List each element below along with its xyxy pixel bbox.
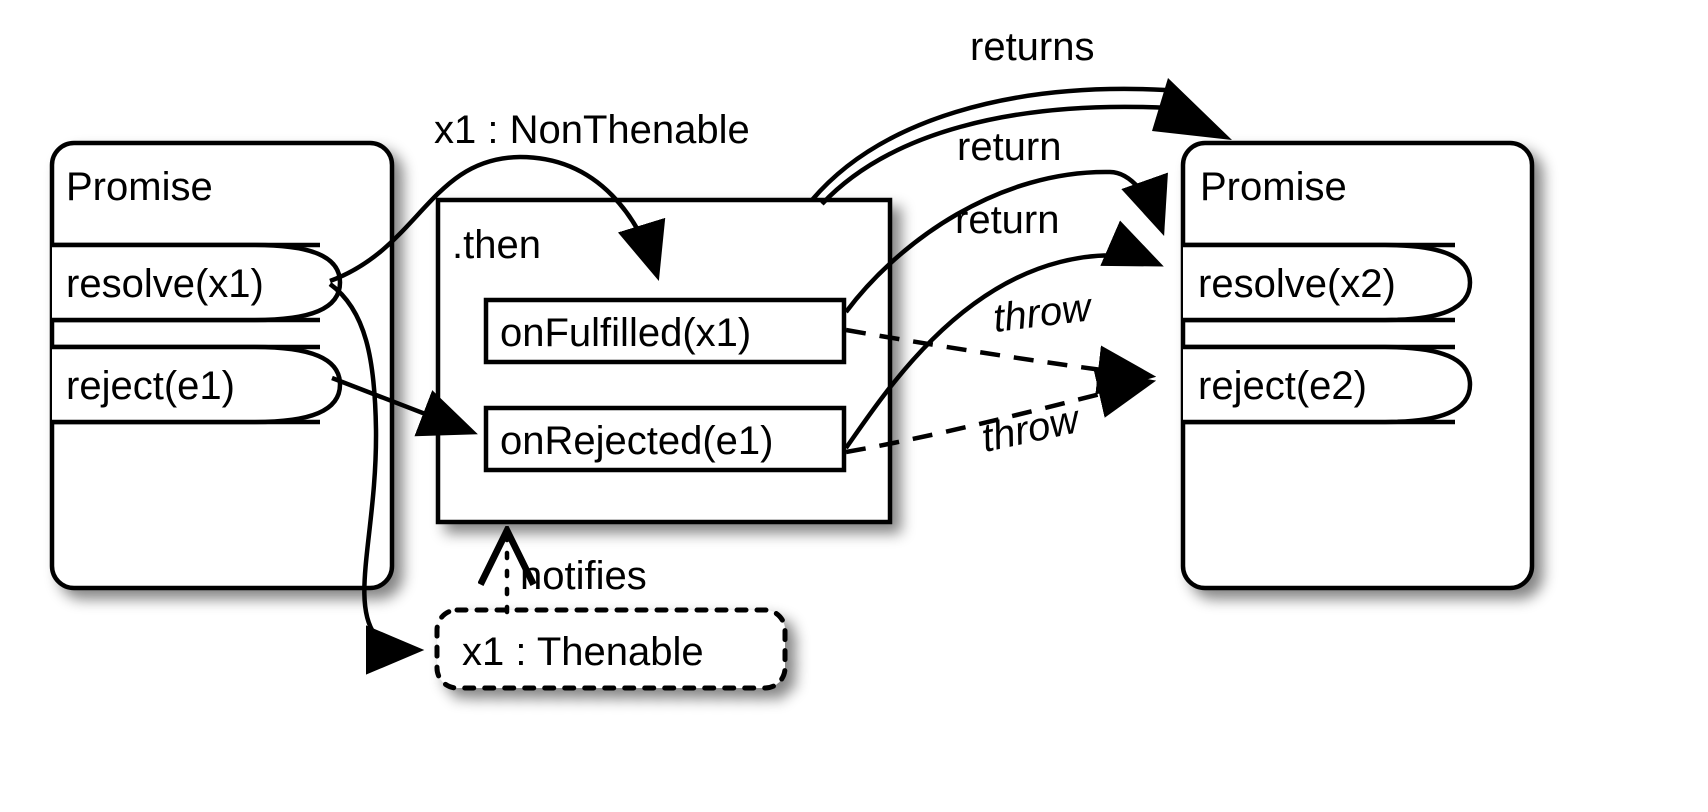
edge-label-return-fulfilled: return bbox=[957, 125, 1062, 169]
edge-label-return-rejected: return bbox=[955, 198, 1060, 242]
thenable-label: x1 : Thenable bbox=[462, 630, 704, 674]
then-node[interactable]: .then onFulfilled(x1) onRejected(e1) bbox=[435, 197, 893, 525]
thenable-node[interactable]: x1 : Thenable bbox=[434, 607, 788, 691]
edge-thenable-notifies: notifies bbox=[507, 535, 647, 615]
handler-onfulfilled[interactable]: onFulfilled(x1) bbox=[483, 297, 847, 365]
edge-reject-to-onrejected bbox=[331, 375, 478, 437]
edge-resolve-to-onfulfilled: x1 : NonThenable bbox=[329, 108, 750, 284]
edge-label-returns: returns bbox=[970, 25, 1095, 69]
handler-onrejected-label: onRejected(e1) bbox=[500, 419, 774, 463]
slot-reject-e1[interactable]: reject(e1) bbox=[52, 344, 343, 425]
promise-left-node[interactable]: Promise resolve(x1) reject(e1) bbox=[49, 140, 395, 591]
promise-right-node[interactable]: Promise resolve(x2) reject(e2) bbox=[1180, 140, 1535, 591]
then-title: .then bbox=[452, 223, 541, 267]
slot-resolve-x2-label: resolve(x2) bbox=[1198, 262, 1396, 306]
edge-resolve-to-thenable bbox=[328, 282, 425, 675]
slot-resolve-x1[interactable]: resolve(x1) bbox=[52, 242, 343, 323]
edge-onrejected-return: return bbox=[844, 198, 1164, 450]
edge-label-notifies: notifies bbox=[520, 554, 647, 598]
edge-then-returns: returns bbox=[810, 25, 1232, 206]
edge-label-throw-fulfilled: throw bbox=[991, 285, 1097, 341]
promise-left-title: Promise bbox=[66, 165, 213, 209]
handler-onrejected[interactable]: onRejected(e1) bbox=[483, 405, 847, 473]
promise-right-title: Promise bbox=[1200, 165, 1347, 209]
edge-label-throw-rejected: throw bbox=[978, 397, 1086, 461]
slot-resolve-x1-label: resolve(x1) bbox=[66, 262, 264, 306]
handler-onfulfilled-label: onFulfilled(x1) bbox=[500, 311, 751, 355]
slot-resolve-x2[interactable]: resolve(x2) bbox=[1183, 242, 1473, 323]
edge-label-nonthenable: x1 : NonThenable bbox=[434, 108, 750, 152]
slot-reject-e2-label: reject(e2) bbox=[1198, 364, 1367, 408]
slot-reject-e1-label: reject(e1) bbox=[66, 364, 235, 408]
edge-onfulfilled-return: return bbox=[844, 125, 1168, 314]
slot-reject-e2[interactable]: reject(e2) bbox=[1183, 344, 1473, 425]
